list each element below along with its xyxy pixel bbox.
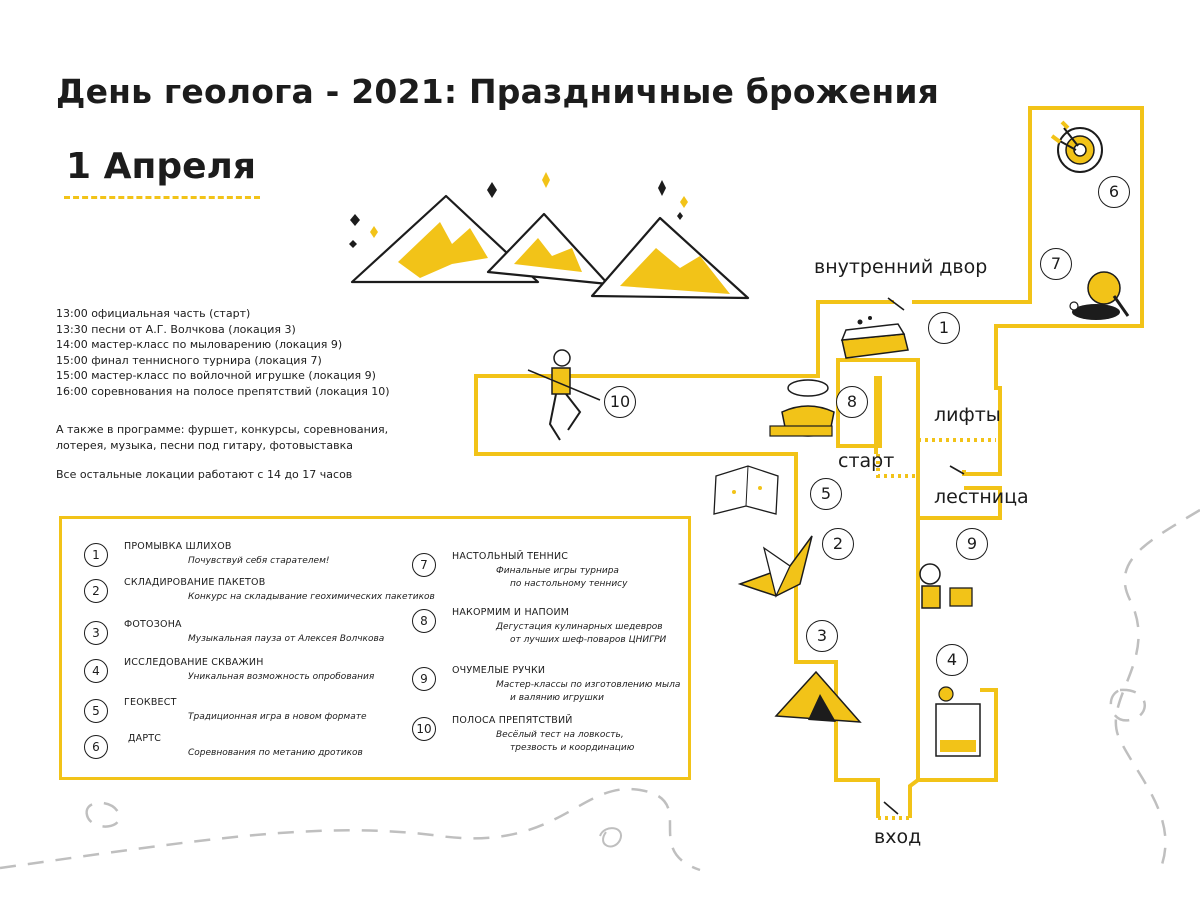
legend-item-description: Дегустация кулинарных шедевров от лучших…: [496, 622, 667, 645]
door-swings: [883, 297, 965, 815]
location-number-badge: 8: [412, 609, 436, 633]
location-number-badge: 5: [84, 699, 108, 723]
map-location-marker[interactable]: 10: [604, 386, 636, 418]
legend-item-title: НАСТОЛЬНЫЙ ТЕННИС: [452, 551, 569, 562]
schedule-item: 14:00 мастер-класс по мыловарению (локац…: [56, 338, 343, 352]
legend-item-title: ФОТОЗОНА: [124, 619, 182, 630]
event-date: 1 Апреля: [66, 146, 256, 187]
map-label-entrance: вход: [874, 826, 922, 848]
location-number-badge: 2: [84, 579, 108, 603]
legend-item-description: Весёлый тест на ловкость, трезвость и ко…: [496, 730, 635, 753]
legend-item-title: ОЧУМЕЛЫЕ РУЧКИ: [452, 665, 546, 676]
borehole-samples-illustration: [935, 686, 981, 757]
table-tennis-illustration: [1069, 271, 1130, 320]
legend-item-description: Соревнования по метанию дротиков: [188, 748, 363, 758]
crafts-illustration: [919, 563, 973, 609]
map-label-start: старт: [838, 450, 895, 472]
hours-note: Все остальные локации работают с 14 до 1…: [56, 468, 353, 481]
map-location-marker[interactable]: 5: [810, 478, 842, 510]
location-number-badge: 9: [412, 667, 436, 691]
map-location-marker[interactable]: 6: [1098, 176, 1130, 208]
schedule-item: 15:00 мастер-класс по войлочной игрушке …: [56, 369, 376, 383]
map-location-marker[interactable]: 8: [836, 386, 868, 418]
legend-item-title: СКЛАДИРОВАНИЕ ПАКЕТОВ: [124, 577, 266, 588]
darts-illustration: [1050, 120, 1103, 173]
legend-panel: 1 ПРОМЫВКА ШЛИХОВ Почувствуй себя старат…: [59, 516, 691, 780]
program-extras: А также в программе: фуршет, конкурсы, с…: [56, 423, 389, 452]
legend-item-description: Мастер-классы по изготовлению мыла и вал…: [496, 680, 681, 703]
legend-item-title: ПРОМЫВКА ШЛИХОВ: [124, 541, 232, 552]
page-title: День геолога - 2021: Праздничные брожени…: [56, 72, 940, 111]
tent-illustration: [774, 670, 862, 723]
date-underline: [64, 196, 260, 199]
location-number-badge: 10: [412, 717, 436, 741]
legend-item-description: Финальные игры турнира по настольному те…: [496, 566, 628, 589]
location-number-badge: 1: [84, 543, 108, 567]
map-label-lifts: лифты: [934, 404, 1001, 426]
map-label-stairs: лестница: [934, 486, 1029, 508]
schedule-item: 13:00 официальная часть (старт): [56, 307, 251, 320]
swirl-decoration: [599, 827, 623, 848]
legend-item-title: ГЕОКВЕСТ: [124, 697, 177, 708]
location-number-badge: 4: [84, 659, 108, 683]
location-number-badge: 7: [412, 553, 436, 577]
paper-crane-illustration: [737, 535, 813, 598]
gold-panning-illustration: [840, 316, 909, 359]
map-location-marker[interactable]: 9: [956, 528, 988, 560]
location-number-badge: 6: [84, 735, 108, 759]
dashed-path-decoration: [0, 508, 1200, 872]
schedule-item: 15:00 финал теннисного турнира (локация …: [56, 353, 322, 367]
legend-item-title: ПОЛОСА ПРЕПЯТСТВИЙ: [452, 715, 573, 726]
map-paper-illustration: [713, 465, 779, 515]
mountains-illustration: [349, 172, 750, 300]
schedule-item: 13:30 песни от А.Г. Волчкова (локация 3): [56, 322, 296, 336]
map-label-courtyard: внутренний двор: [814, 256, 988, 278]
location-number-badge: 3: [84, 621, 108, 645]
legend-item-description: Почувствуй себя старателем!: [188, 556, 330, 566]
map-location-marker[interactable]: 7: [1040, 248, 1072, 280]
map-location-marker[interactable]: 4: [936, 644, 968, 676]
legend-item-description: Музыкальная пауза от Алексея Волчкова: [188, 634, 385, 644]
schedule-item: 16:00 соревнования на полосе препятствий…: [56, 384, 390, 398]
legend-item-description: Конкурс на складывание геохимических пак…: [188, 592, 435, 602]
map-location-marker[interactable]: 1: [928, 312, 960, 344]
map-location-marker[interactable]: 2: [822, 528, 854, 560]
legend-item-description: Уникальная возможность опробования: [188, 672, 375, 682]
legend-item-description: Традиционная игра в новом формате: [188, 712, 367, 722]
doorway-markers: [876, 438, 996, 820]
map-location-marker[interactable]: 3: [806, 620, 838, 652]
obstacle-runner-illustration: [527, 349, 601, 441]
legend-item-title: ИССЛЕДОВАНИЕ СКВАЖИН: [124, 657, 264, 668]
legend-item-title: ДАРТС: [128, 733, 162, 744]
food-pot-illustration: [769, 379, 835, 437]
legend-item-title: НАКОРМИМ И НАПОИМ: [452, 607, 570, 618]
floor-plan-walls: [474, 106, 1144, 818]
schedule-list: 13:00 официальная часть (старт) 13:30 пе…: [56, 306, 390, 400]
